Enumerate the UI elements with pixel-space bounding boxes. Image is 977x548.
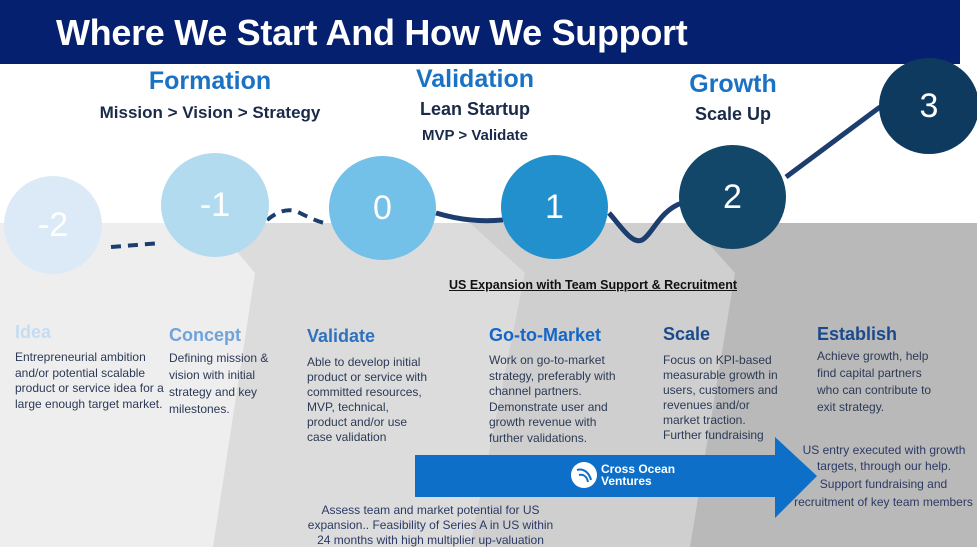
column-scale-heading: Scale [663,324,711,344]
stage-formation-heading: Formation [148,67,272,95]
step-circle-2: 2 [679,145,786,249]
logo-line-1: Cross Ocean [601,462,676,476]
column-idea-heading: Idea [15,322,52,342]
stage-validation-sub2: MVP > Validate [421,127,529,144]
title-bar [0,0,960,64]
support-note: Support fundraising and recruitment of k… [794,477,973,509]
column-establish-heading: Establish [817,324,898,344]
column-validate-text: Able to develop initial product or servi… [307,355,428,444]
assess-note: Assess team and market potential for US … [307,503,554,547]
cross-ocean-logo-text: Cross Ocean Ventures [601,463,675,487]
us-entry-note: US entry executed with growth targets, t… [802,443,966,473]
step-circle-0: 0 [329,156,436,260]
column-validate-heading: Validate [307,326,376,346]
stage-growth-sub: Scale Up [694,104,772,124]
column-go-to-market-heading: Go-to-Market [489,325,601,345]
column-go-to-market-text: Work on go-to-market strategy, preferabl… [489,353,616,445]
stage-validation-heading: Validation [415,65,535,93]
column-idea-text: Entrepreneurial ambition and/or potentia… [15,350,164,411]
step-circle-1: 1 [501,155,608,259]
step-circle-3: 3 [879,58,977,154]
column-establish-text: Achieve growth, help find capital partne… [817,349,932,414]
stage-growth-heading: Growth [689,70,777,98]
column-concept-heading: Concept [169,325,241,345]
us-expansion-heading: US Expansion with Team Support & Recruit… [449,278,737,292]
step-circle--2: -2 [4,176,102,274]
stage-validation-sub: Lean Startup [419,99,530,119]
stage-formation-sub: Mission > Vision > Strategy [99,103,321,122]
column-scale-text: Focus on KPI-based measurable growth in … [663,353,778,442]
page-title: Where We Start And How We Support [56,12,688,53]
logo-line-2: Ventures [601,474,652,488]
us-expansion-arrow [415,437,817,518]
cross-ocean-logo-icon [571,462,597,488]
step-circle--1: -1 [161,153,269,257]
column-concept-text: Defining mission & vision with initial s… [169,351,269,416]
